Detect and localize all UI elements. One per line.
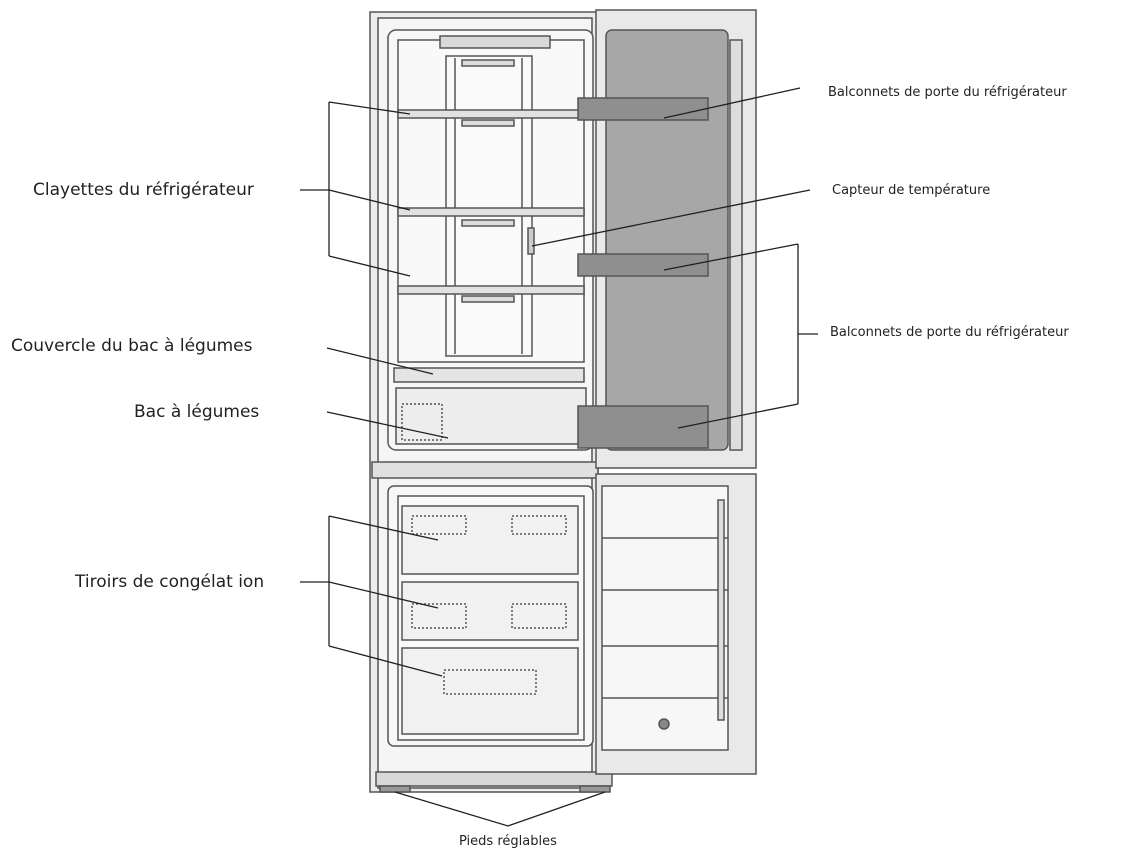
label-shelves: Clayettes du réfrigérateur: [33, 180, 254, 200]
label-adjustable-feet: Pieds réglables: [459, 834, 557, 849]
label-freezer-drawers: Tiroirs de congélat ion: [75, 572, 265, 592]
label-temperature-sensor: Capteur de température: [832, 183, 991, 198]
leader-lines: [300, 87, 818, 827]
label-door-balconies-lower: Balconnets de porte du réfrigérateur: [830, 325, 1069, 340]
label-door-balconies-top: Balconnets de porte du réfrigérateur: [828, 85, 1067, 100]
label-crisper-cover: Couvercle du bac à légumes: [11, 336, 253, 356]
fridge-body: [369, 11, 613, 793]
doors: [577, 9, 757, 775]
label-crisper: Bac à légumes: [134, 402, 260, 422]
